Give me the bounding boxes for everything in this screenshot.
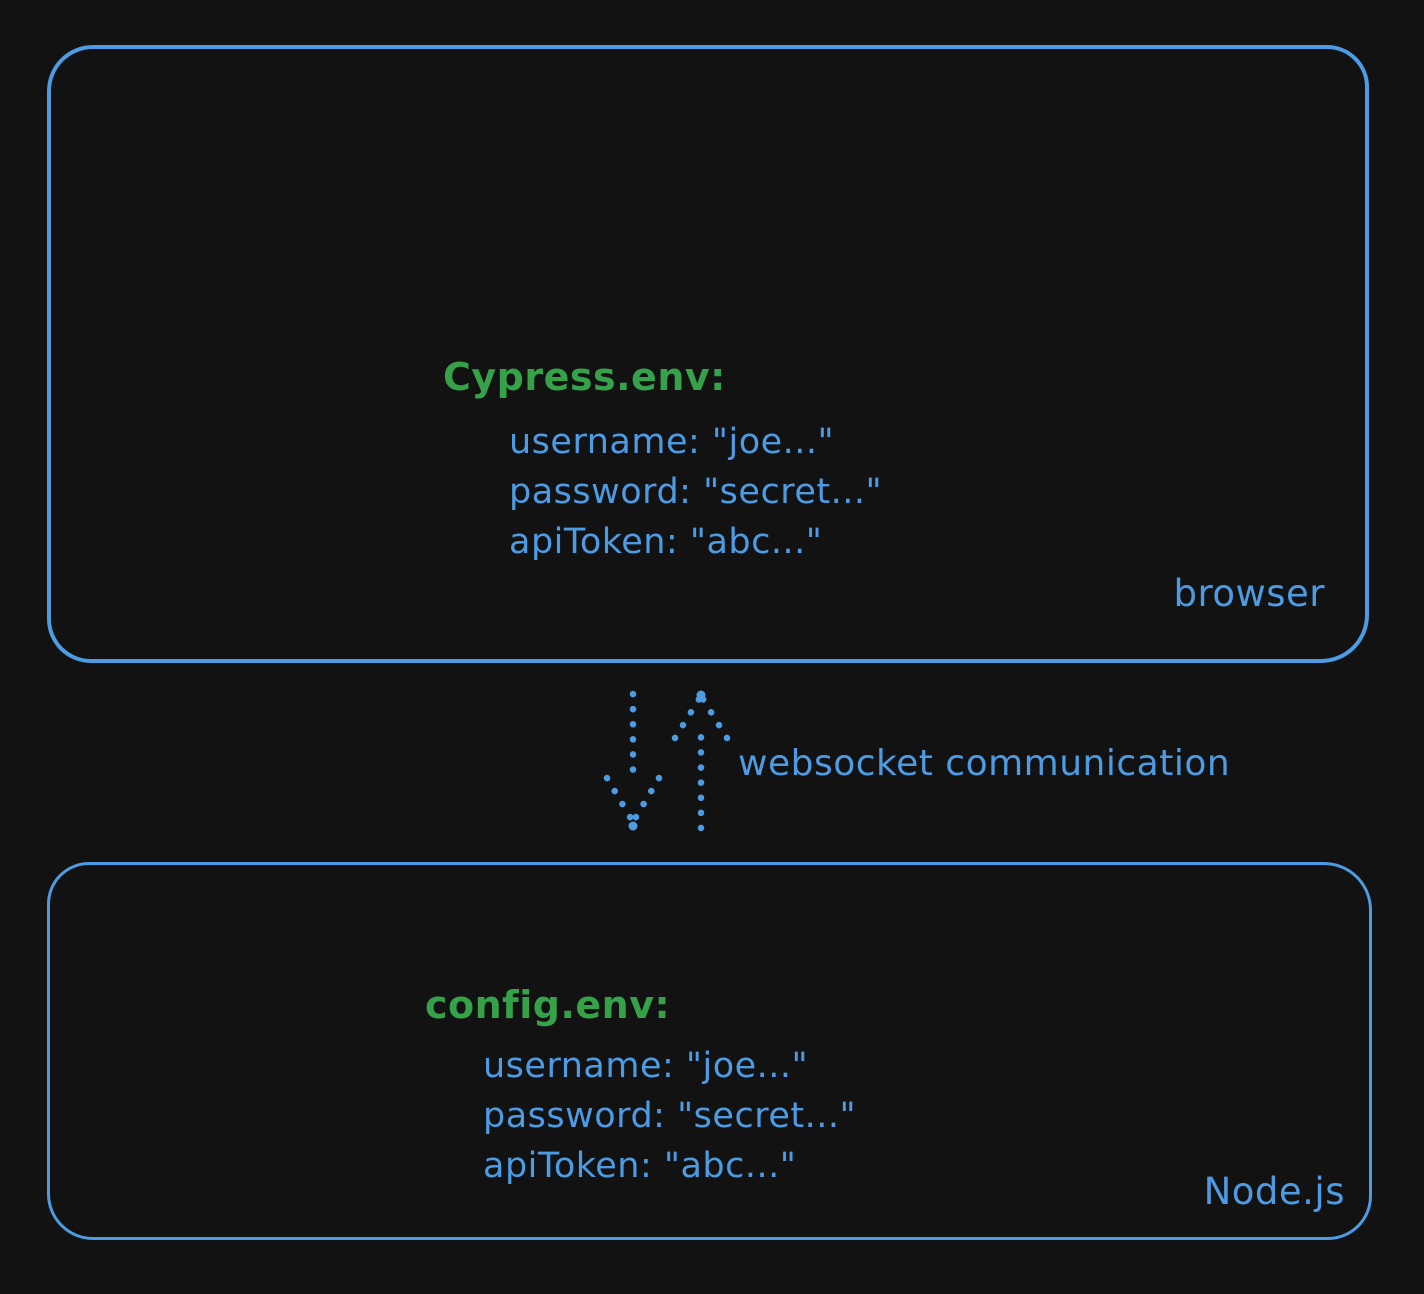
websocket-connector: websocket communication [0, 663, 1424, 862]
config-env-values: username: "joe..." password: "secret..."… [483, 1041, 856, 1191]
dotted-arrows [603, 690, 731, 832]
nodejs-label: Node.js [1203, 1170, 1345, 1213]
dotted-arrow-down-icon [603, 690, 663, 826]
config-env-title: config.env: [425, 983, 671, 1027]
node-box: config.env: username: "joe..." password:… [47, 862, 1372, 1240]
env-line-username: username: "joe..." [509, 422, 835, 462]
env-line-apitoken: apiToken: "abc..." [509, 522, 823, 562]
browser-box: Cypress.env: username: "joe..." password… [47, 45, 1369, 663]
env-line-password: password: "secret..." [509, 472, 883, 512]
websocket-label: websocket communication [738, 743, 1231, 784]
env-line-username: username: "joe..." [483, 1046, 809, 1086]
cypress-env-values: username: "joe..." password: "secret..."… [509, 417, 882, 567]
cypress-env-title: Cypress.env: [443, 355, 726, 399]
browser-label: browser [1173, 572, 1325, 615]
env-line-apitoken: apiToken: "abc..." [483, 1146, 797, 1186]
dotted-arrow-up-icon [671, 692, 731, 832]
env-line-password: password: "secret..." [483, 1096, 857, 1136]
